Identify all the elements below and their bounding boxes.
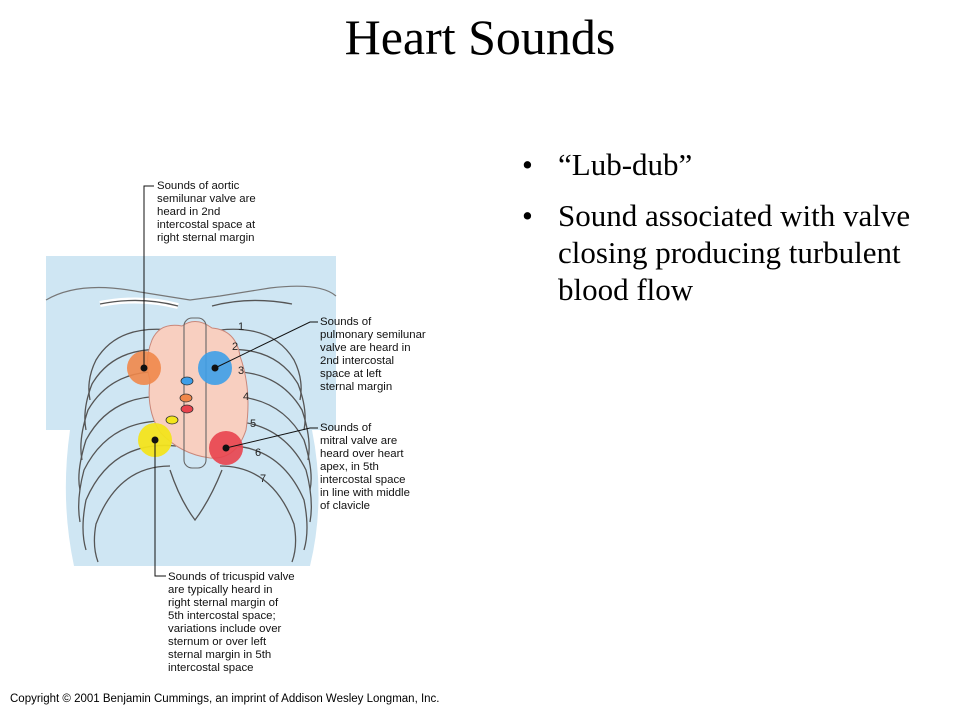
- label-line: in line with middle: [320, 487, 410, 499]
- label-line: sternal margin in 5th: [168, 649, 271, 661]
- bullet-list: • “Lub-dub” • Sound associated with valve …: [518, 146, 938, 322]
- rib-left: [205, 328, 302, 401]
- rib-right: [78, 420, 181, 523]
- label-line: mitral valve are: [320, 435, 397, 447]
- mitral-label: Sounds of mitral valve are heard over he…: [320, 422, 410, 512]
- aortic-valve-icon: [179, 393, 193, 403]
- label-line: intercostal space: [320, 474, 405, 486]
- label-line: pulmonary semilunar: [320, 329, 426, 341]
- rib-left: [213, 444, 308, 551]
- rib-number: 4: [243, 391, 249, 403]
- costal-margin: [169, 469, 223, 522]
- label-line: space at left: [320, 368, 382, 380]
- label-line: Sounds of: [320, 316, 372, 328]
- slide-title: Heart Sounds: [344, 9, 616, 65]
- bullet-text: “Lub-dub”: [558, 147, 693, 182]
- clavicle-left: [211, 299, 293, 307]
- bullet-dot: •: [522, 198, 533, 233]
- torso-shadow: [310, 430, 336, 566]
- pulmonary-valve-icon: [180, 376, 194, 386]
- tricuspid-leader-line: [154, 440, 166, 577]
- label-line: intercostal space at: [157, 219, 256, 231]
- sternum: [183, 317, 207, 469]
- label-line: semilunar valve are: [157, 193, 256, 205]
- bullet-dot: •: [522, 147, 533, 182]
- rib-left: [219, 465, 297, 563]
- label-line: of clavicle: [320, 500, 370, 512]
- label-line: right sternal margin of: [168, 597, 279, 609]
- label-line: 5th intercostal space;: [168, 610, 276, 622]
- leader-lines: [143, 185, 318, 577]
- label-line: heard in 2nd: [157, 206, 220, 218]
- label-line: Sounds of tricuspid valve: [168, 571, 295, 583]
- torso-outline: [45, 285, 337, 301]
- rib-number: 3: [238, 365, 244, 377]
- label-line: right sternal margin: [157, 232, 255, 244]
- label-line: variations include over: [168, 623, 282, 635]
- heart-sounds-diagram: 1 2 3 4 5 6 7 Sounds of aortic semilunar…: [45, 180, 426, 674]
- clavicle-right: [99, 299, 179, 307]
- label-line: Sounds of aortic: [157, 180, 240, 192]
- label-line: sternum or over left: [168, 636, 267, 648]
- rib-right: [93, 465, 171, 563]
- label-line: Sounds of: [320, 422, 372, 434]
- label-line: 2nd intercostal: [320, 355, 394, 367]
- bullet-item: • “Lub-dub”: [518, 146, 938, 183]
- mitral-valve-icon: [180, 404, 194, 414]
- rib-number: 6: [255, 447, 261, 459]
- rib-cage: [78, 297, 312, 563]
- tricuspid-valve-icon: [165, 415, 179, 425]
- pulmonary-leader-line: [214, 321, 318, 369]
- label-line: are typically heard in: [168, 584, 272, 596]
- bullet-text: Sound associated with valve closing prod…: [558, 198, 911, 307]
- copyright-notice: Copyright © 2001 Benjamin Cummings, an i…: [10, 693, 440, 705]
- aortic-leader-line: [143, 185, 154, 368]
- pulmonary-label: Sounds of pulmonary semilunar valve are …: [320, 316, 426, 393]
- label-line: heard over heart: [320, 448, 404, 460]
- tricuspid-label: Sounds of tricuspid valve are typically …: [168, 571, 295, 674]
- label-line: valve are heard in: [320, 342, 411, 354]
- rib-right: [88, 328, 185, 401]
- label-line: intercostal space: [168, 662, 253, 674]
- rib-number: 7: [260, 473, 266, 485]
- rib-number: 5: [250, 418, 256, 430]
- label-line: sternal margin: [320, 381, 392, 393]
- rib-number: 2: [232, 341, 238, 353]
- label-line: apex, in 5th: [320, 461, 379, 473]
- rib-number: 1: [238, 321, 244, 333]
- mitral-leader-line: [225, 427, 318, 449]
- aortic-label: Sounds of aortic semilunar valve are hea…: [157, 180, 256, 244]
- bullet-item: • Sound associated with valve closing pro…: [518, 197, 938, 308]
- torso-shadow: [46, 430, 74, 566]
